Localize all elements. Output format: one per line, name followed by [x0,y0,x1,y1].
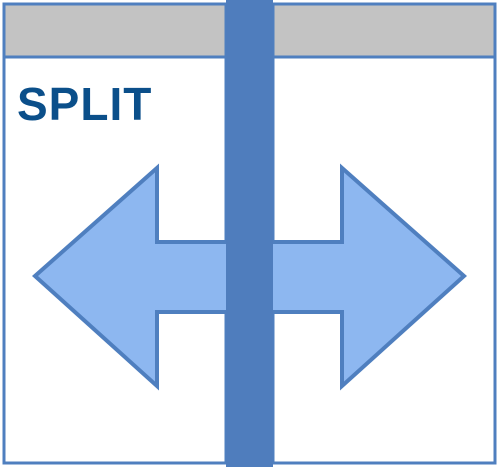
left-pane-titlebar [5,5,225,56]
right-pane-titlebar [274,5,494,56]
left-pane [2,2,228,465]
splitter-bar [226,0,273,467]
split-label: SPLIT [17,78,153,130]
